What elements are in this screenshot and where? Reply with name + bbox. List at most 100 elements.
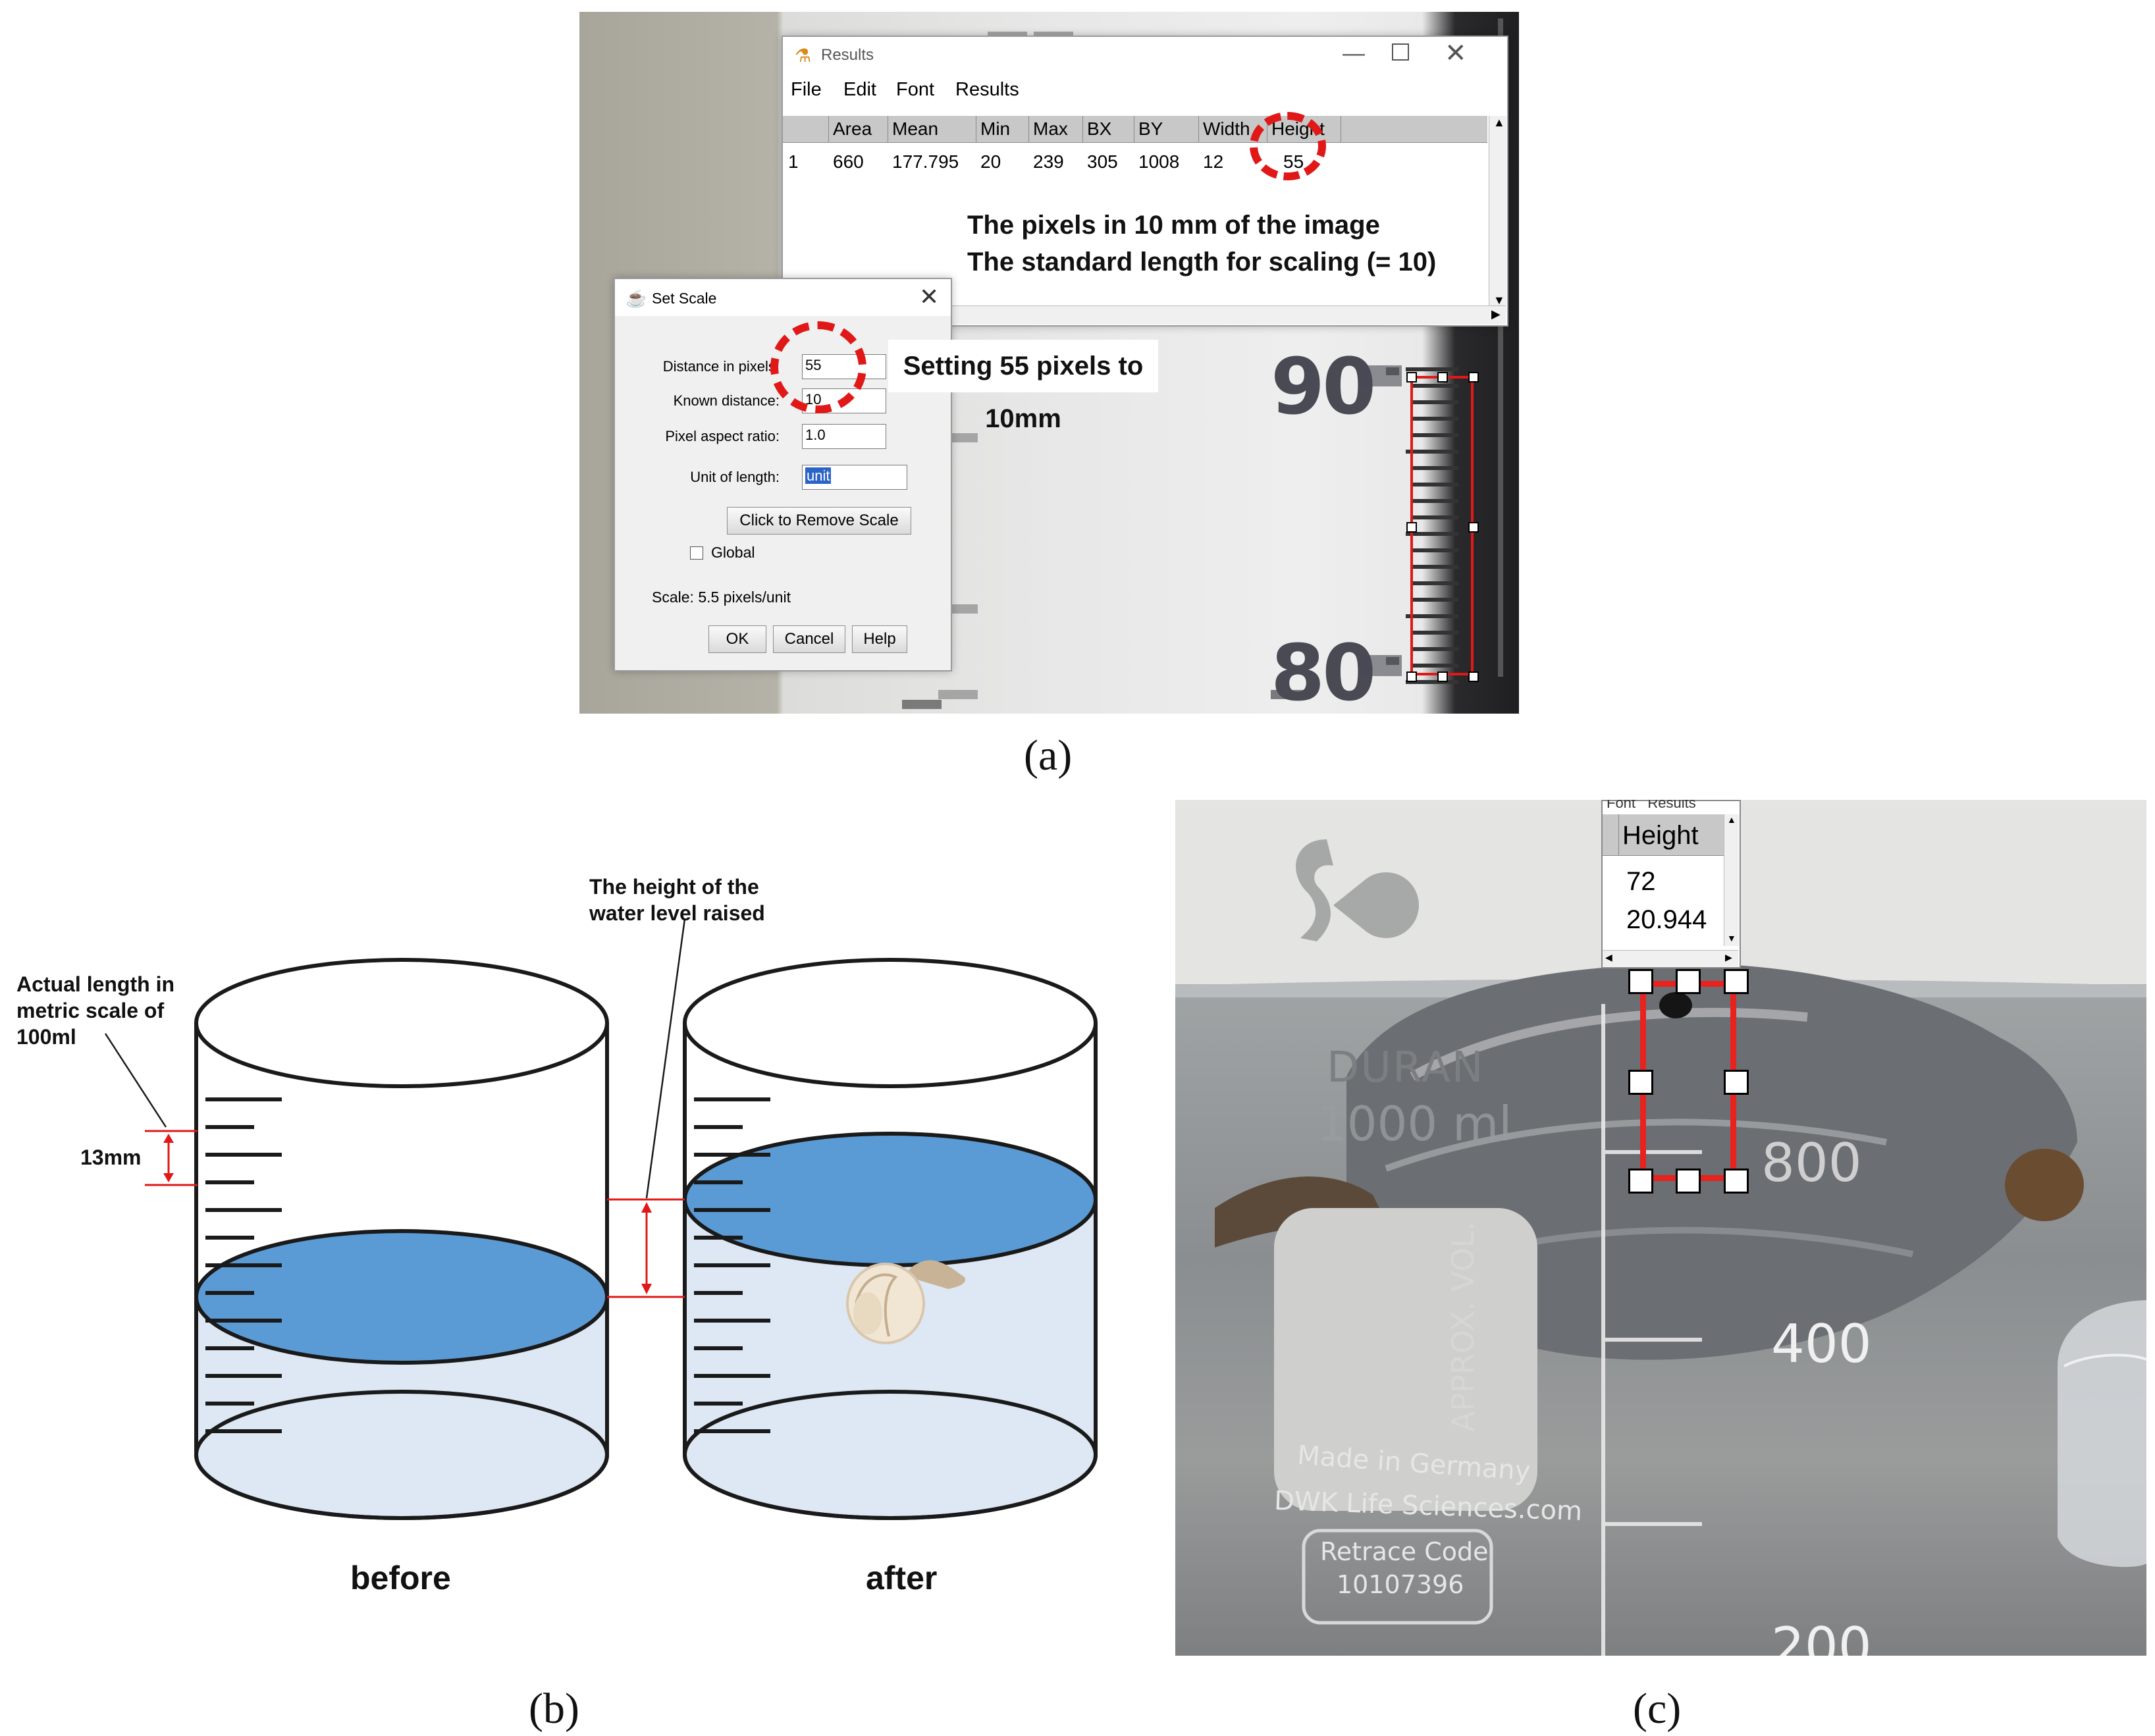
close-icon[interactable]: ✕ bbox=[1445, 39, 1467, 68]
mini-scroll-right-icon[interactable]: ▶ bbox=[1725, 952, 1732, 962]
after-bottom-ellipse bbox=[683, 1390, 1098, 1520]
roi-handle[interactable] bbox=[1676, 1169, 1701, 1194]
minimize-icon[interactable]: — bbox=[1343, 41, 1365, 66]
col-header-min[interactable]: Min bbox=[976, 116, 1029, 142]
panel-label-b: (b) bbox=[529, 1685, 579, 1733]
garlic-bulb-icon bbox=[846, 1260, 965, 1344]
cell-width: 12 bbox=[1203, 151, 1224, 172]
col-header-max[interactable]: Max bbox=[1029, 116, 1083, 142]
height-note-line1: The height of the bbox=[589, 875, 759, 899]
callout-pixels-note: The pixels in 10 mm of the image The sta… bbox=[967, 207, 1436, 280]
label-13mm: 13mm bbox=[80, 1145, 142, 1169]
scroll-right-arrow-icon[interactable]: ▶ bbox=[1491, 307, 1501, 321]
label-before: before bbox=[350, 1560, 451, 1596]
roi-handle[interactable] bbox=[1437, 372, 1448, 382]
mini-scroll-left-icon[interactable]: ◀ bbox=[1605, 952, 1612, 962]
cancel-button[interactable]: Cancel bbox=[773, 625, 845, 653]
menu-file[interactable]: File bbox=[791, 79, 822, 100]
scroll-up-arrow-icon[interactable]: ▲ bbox=[1493, 116, 1505, 129]
actual-length-leader bbox=[104, 1033, 167, 1128]
menu-results[interactable]: Results bbox=[955, 79, 1019, 100]
roi-handle[interactable] bbox=[1724, 1070, 1749, 1095]
roi-handle[interactable] bbox=[1468, 671, 1479, 682]
roi-handle[interactable] bbox=[1676, 969, 1701, 994]
col-header-by[interactable]: BY bbox=[1134, 116, 1199, 142]
mini-index-header bbox=[1603, 814, 1619, 855]
height-highlight-circle bbox=[1250, 112, 1326, 180]
roi-handle[interactable] bbox=[1437, 671, 1448, 682]
roi-selection-rect[interactable] bbox=[1410, 376, 1474, 675]
callout-pixels-line2: The standard length for scaling (= 10) bbox=[967, 248, 1437, 276]
after-scale-ticks bbox=[694, 1097, 770, 1433]
cell-index: 1 bbox=[788, 151, 799, 172]
col-header-index[interactable] bbox=[783, 116, 829, 142]
distance-highlight-circle bbox=[770, 321, 866, 413]
beaker-brand: DURAN bbox=[1327, 1043, 1485, 1092]
global-checkbox[interactable] bbox=[690, 546, 703, 560]
col-header-area[interactable]: Area bbox=[829, 116, 888, 142]
mark-200: 200 bbox=[1771, 1616, 1872, 1656]
cell-area: 660 bbox=[833, 151, 864, 172]
ruler-dash-80 bbox=[1360, 655, 1402, 676]
unit-field[interactable]: unit bbox=[802, 465, 907, 490]
roi-handle[interactable] bbox=[1406, 671, 1417, 682]
dialog-close-icon[interactable]: ✕ bbox=[919, 283, 940, 310]
retrace-box bbox=[1302, 1529, 1493, 1625]
menu-edit[interactable]: Edit bbox=[843, 79, 876, 100]
roi-handle[interactable] bbox=[1406, 522, 1417, 533]
scroll-down-arrow-icon[interactable]: ▼ bbox=[1493, 294, 1505, 307]
roi-handle[interactable] bbox=[1406, 372, 1417, 382]
roi-handle[interactable] bbox=[1628, 969, 1653, 994]
roi-handle[interactable] bbox=[1724, 969, 1749, 994]
callout-pixels-line1: The pixels in 10 mm of the image bbox=[967, 211, 1380, 240]
height-note-line2: water level raised bbox=[589, 901, 765, 925]
roi-handle[interactable] bbox=[1628, 1070, 1653, 1095]
results-table-header: Area Mean Min Max BX BY Width Height bbox=[783, 116, 1487, 143]
panel-a-imagej-screenshot: 90 80 ⚗ Results — ✕ File Edit Font Resul… bbox=[579, 12, 1519, 714]
before-water-surface bbox=[194, 1229, 609, 1365]
mini-horizontal-scrollbar[interactable]: ◀ ▶ bbox=[1603, 950, 1738, 966]
aspect-ratio-field[interactable]: 1.0 bbox=[802, 424, 886, 449]
after-top-rim bbox=[683, 958, 1098, 1088]
mini-results-menu[interactable]: Font Results bbox=[1607, 800, 1696, 811]
measure-13mm bbox=[145, 1130, 198, 1186]
roi-handle[interactable] bbox=[1628, 1169, 1653, 1194]
mini-vertical-scrollbar[interactable]: ▲ ▼ bbox=[1724, 814, 1739, 946]
mini-height-value: 72 bbox=[1626, 867, 1656, 896]
graduation-lines bbox=[1601, 1004, 1702, 1656]
maximize-icon[interactable] bbox=[1392, 43, 1409, 61]
set-scale-title: Set Scale bbox=[652, 290, 717, 307]
actual-length-line3: 100ml bbox=[16, 1025, 76, 1049]
mini-height-header[interactable]: Height bbox=[1603, 814, 1724, 856]
roi-handle[interactable] bbox=[1468, 372, 1479, 382]
actual-length-line2: metric scale of bbox=[16, 999, 165, 1022]
help-button[interactable]: Help bbox=[852, 625, 907, 653]
col-header-bx[interactable]: BX bbox=[1083, 116, 1134, 142]
remove-scale-button[interactable]: Click to Remove Scale bbox=[727, 507, 911, 535]
imagej-microscope-icon: ⚗ bbox=[795, 45, 812, 66]
unit-field-selected-text: unit bbox=[805, 467, 832, 484]
retrace-title: Retrace Code bbox=[1320, 1537, 1489, 1566]
beaker-after bbox=[683, 958, 1098, 1520]
mini-scroll-up-icon[interactable]: ▲ bbox=[1727, 814, 1736, 825]
set-scale-titlebar: ☕ Set Scale ✕ bbox=[615, 279, 951, 316]
dark-bubble bbox=[1659, 992, 1692, 1018]
roi-handle[interactable] bbox=[1468, 522, 1479, 533]
java-dialog-icon: ☕ bbox=[625, 288, 647, 308]
beaker-before bbox=[194, 958, 609, 1520]
col-header-mean[interactable]: Mean bbox=[888, 116, 976, 142]
label-after: after bbox=[866, 1560, 938, 1596]
roi-handle[interactable] bbox=[1724, 1169, 1749, 1194]
ruler-dash-90 bbox=[1360, 365, 1402, 386]
cell-by: 1008 bbox=[1138, 151, 1180, 172]
vertical-scrollbar[interactable]: ▲ ▼ bbox=[1489, 116, 1506, 313]
menu-font[interactable]: Font bbox=[896, 79, 935, 100]
mark-800: 800 bbox=[1761, 1132, 1862, 1194]
cell-max: 239 bbox=[1033, 151, 1064, 172]
ruler-number-90: 90 bbox=[1271, 341, 1376, 432]
col-header-width[interactable]: Width bbox=[1199, 116, 1267, 142]
ok-button[interactable]: OK bbox=[708, 625, 766, 653]
white-label-patch bbox=[1274, 1208, 1537, 1511]
mini-scroll-down-icon[interactable]: ▼ bbox=[1727, 933, 1736, 943]
beaker-photo-graphics bbox=[1175, 800, 2146, 1656]
